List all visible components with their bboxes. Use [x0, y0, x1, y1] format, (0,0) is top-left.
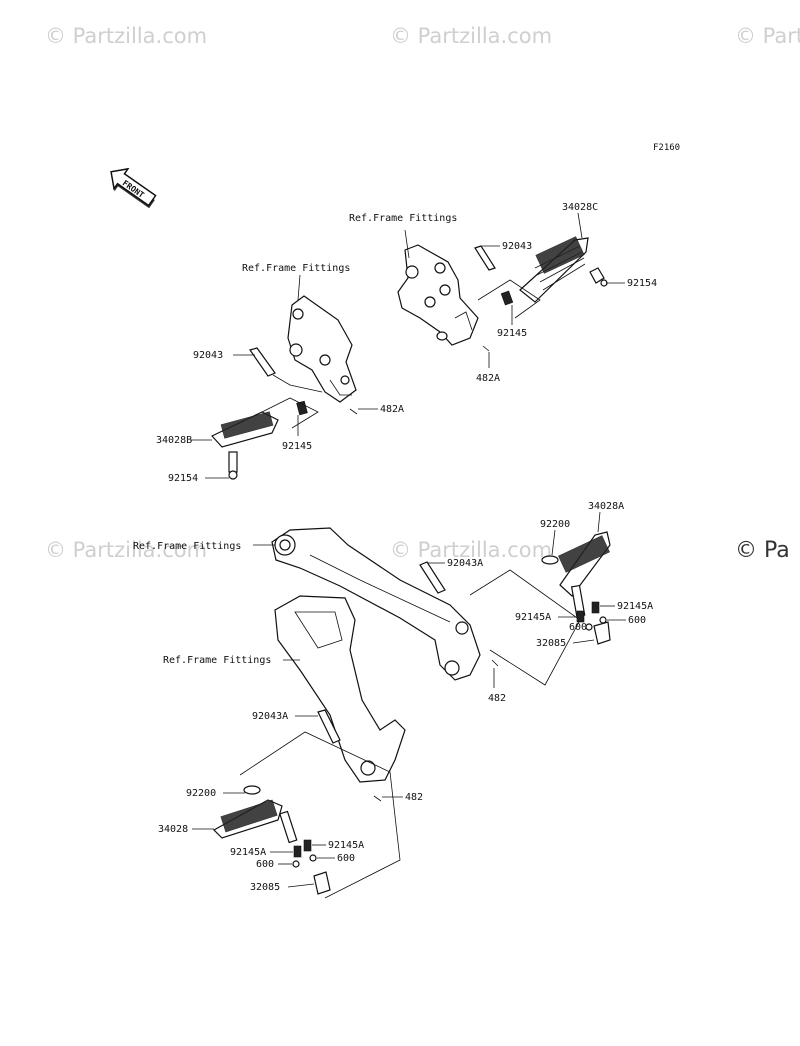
- part-label: 600: [569, 622, 587, 633]
- clip-482-right: [491, 659, 499, 667]
- part-label: 92145A: [328, 840, 364, 851]
- watermark: © Partzilla.com: [45, 538, 207, 562]
- spring-92145A-right-a: [591, 601, 600, 614]
- watermark: © Partzilla.com: [390, 24, 552, 48]
- leader-bracket: [261, 397, 319, 429]
- part-label: 34028: [158, 824, 188, 835]
- leader-bracket: [477, 279, 541, 319]
- front-arrow-icon: FRONT: [110, 167, 157, 209]
- part-label: 600: [337, 853, 355, 864]
- diagram-code: F2160: [653, 143, 680, 153]
- ref-frame-label: Ref.Frame Fittings: [242, 263, 350, 274]
- part-label: 34028C: [562, 202, 598, 213]
- part-label: 482: [488, 693, 506, 704]
- clip-482-left: [373, 795, 382, 802]
- leader: [297, 274, 301, 301]
- leader: [272, 374, 323, 393]
- leader: [577, 212, 583, 239]
- leader: [287, 883, 315, 888]
- part-label: 92043A: [447, 558, 483, 569]
- part-label: 92043: [193, 350, 223, 361]
- part-label: 32085: [536, 638, 566, 649]
- pin-92043A-right: [419, 561, 446, 594]
- washer-92200-left: [243, 785, 261, 795]
- part-label: 92145A: [230, 847, 266, 858]
- ref-frame-label: Ref.Frame Fittings: [349, 213, 457, 224]
- watermark: © Partzilla.com: [45, 24, 207, 48]
- upper-right-bracket: [397, 244, 479, 346]
- lower-rear-bracket: [274, 595, 406, 783]
- footpeg-34028: [213, 799, 331, 895]
- bolt-92154-right: [589, 267, 608, 287]
- spring-92145-right: [500, 290, 514, 306]
- ref-frame-label: Ref.Frame Fittings: [133, 541, 241, 552]
- watermark: © Partzilla.com: [390, 538, 552, 562]
- washer-92200-right: [541, 555, 559, 565]
- part-label: 482A: [380, 404, 404, 415]
- pin-92043A-left: [317, 709, 341, 744]
- part-label: 482A: [476, 373, 500, 384]
- clip-482A-right: [482, 345, 490, 352]
- ref-frame-label: Ref.Frame Fittings: [163, 655, 271, 666]
- lower-frame-bracket: [271, 527, 481, 681]
- pin-92043-left: [249, 347, 276, 377]
- ball-600-right-b: [599, 616, 607, 624]
- leader: [572, 639, 595, 644]
- leader: [597, 511, 601, 533]
- leader: [551, 529, 556, 556]
- spring-92145A-left-b: [293, 845, 302, 858]
- leader-bracket: [239, 731, 401, 899]
- part-label: 92154: [168, 473, 198, 484]
- part-label: 600: [628, 615, 646, 626]
- part-label: 92200: [186, 788, 216, 799]
- part-label: 92145A: [617, 601, 653, 612]
- ball-600-left-a: [309, 854, 317, 862]
- part-label: 34028A: [588, 501, 624, 512]
- bolt-92154-left: [228, 451, 238, 480]
- part-label: 92043: [502, 241, 532, 252]
- part-label: 92145: [497, 328, 527, 339]
- footpeg-34028B: [211, 411, 279, 448]
- spring-92145A-right-b: [576, 610, 585, 623]
- part-label: 92145A: [515, 612, 551, 623]
- spring-92145A-left-a: [303, 839, 312, 852]
- ball-600-left-b: [292, 860, 300, 868]
- part-label: 92145: [282, 441, 312, 452]
- part-label: 92043A: [252, 711, 288, 722]
- leader: [404, 229, 410, 259]
- ball-600-right-a: [585, 623, 593, 631]
- part-label: 34028B: [156, 435, 192, 446]
- footpeg-34028A: [558, 531, 611, 645]
- upper-left-bracket: [287, 295, 357, 403]
- part-label: 32085: [250, 882, 280, 893]
- part-label: 600: [256, 859, 274, 870]
- part-label: 92200: [540, 519, 570, 530]
- pin-92043-right: [474, 245, 496, 271]
- footpeg-34028C: [519, 236, 589, 303]
- part-label: 482: [405, 792, 423, 803]
- part-label: 92154: [627, 278, 657, 289]
- clip-482A-left: [349, 408, 358, 415]
- watermark: © Partzilla.com: [735, 24, 800, 48]
- spring-92145-left: [296, 400, 308, 416]
- watermark: © Pa: [735, 538, 790, 563]
